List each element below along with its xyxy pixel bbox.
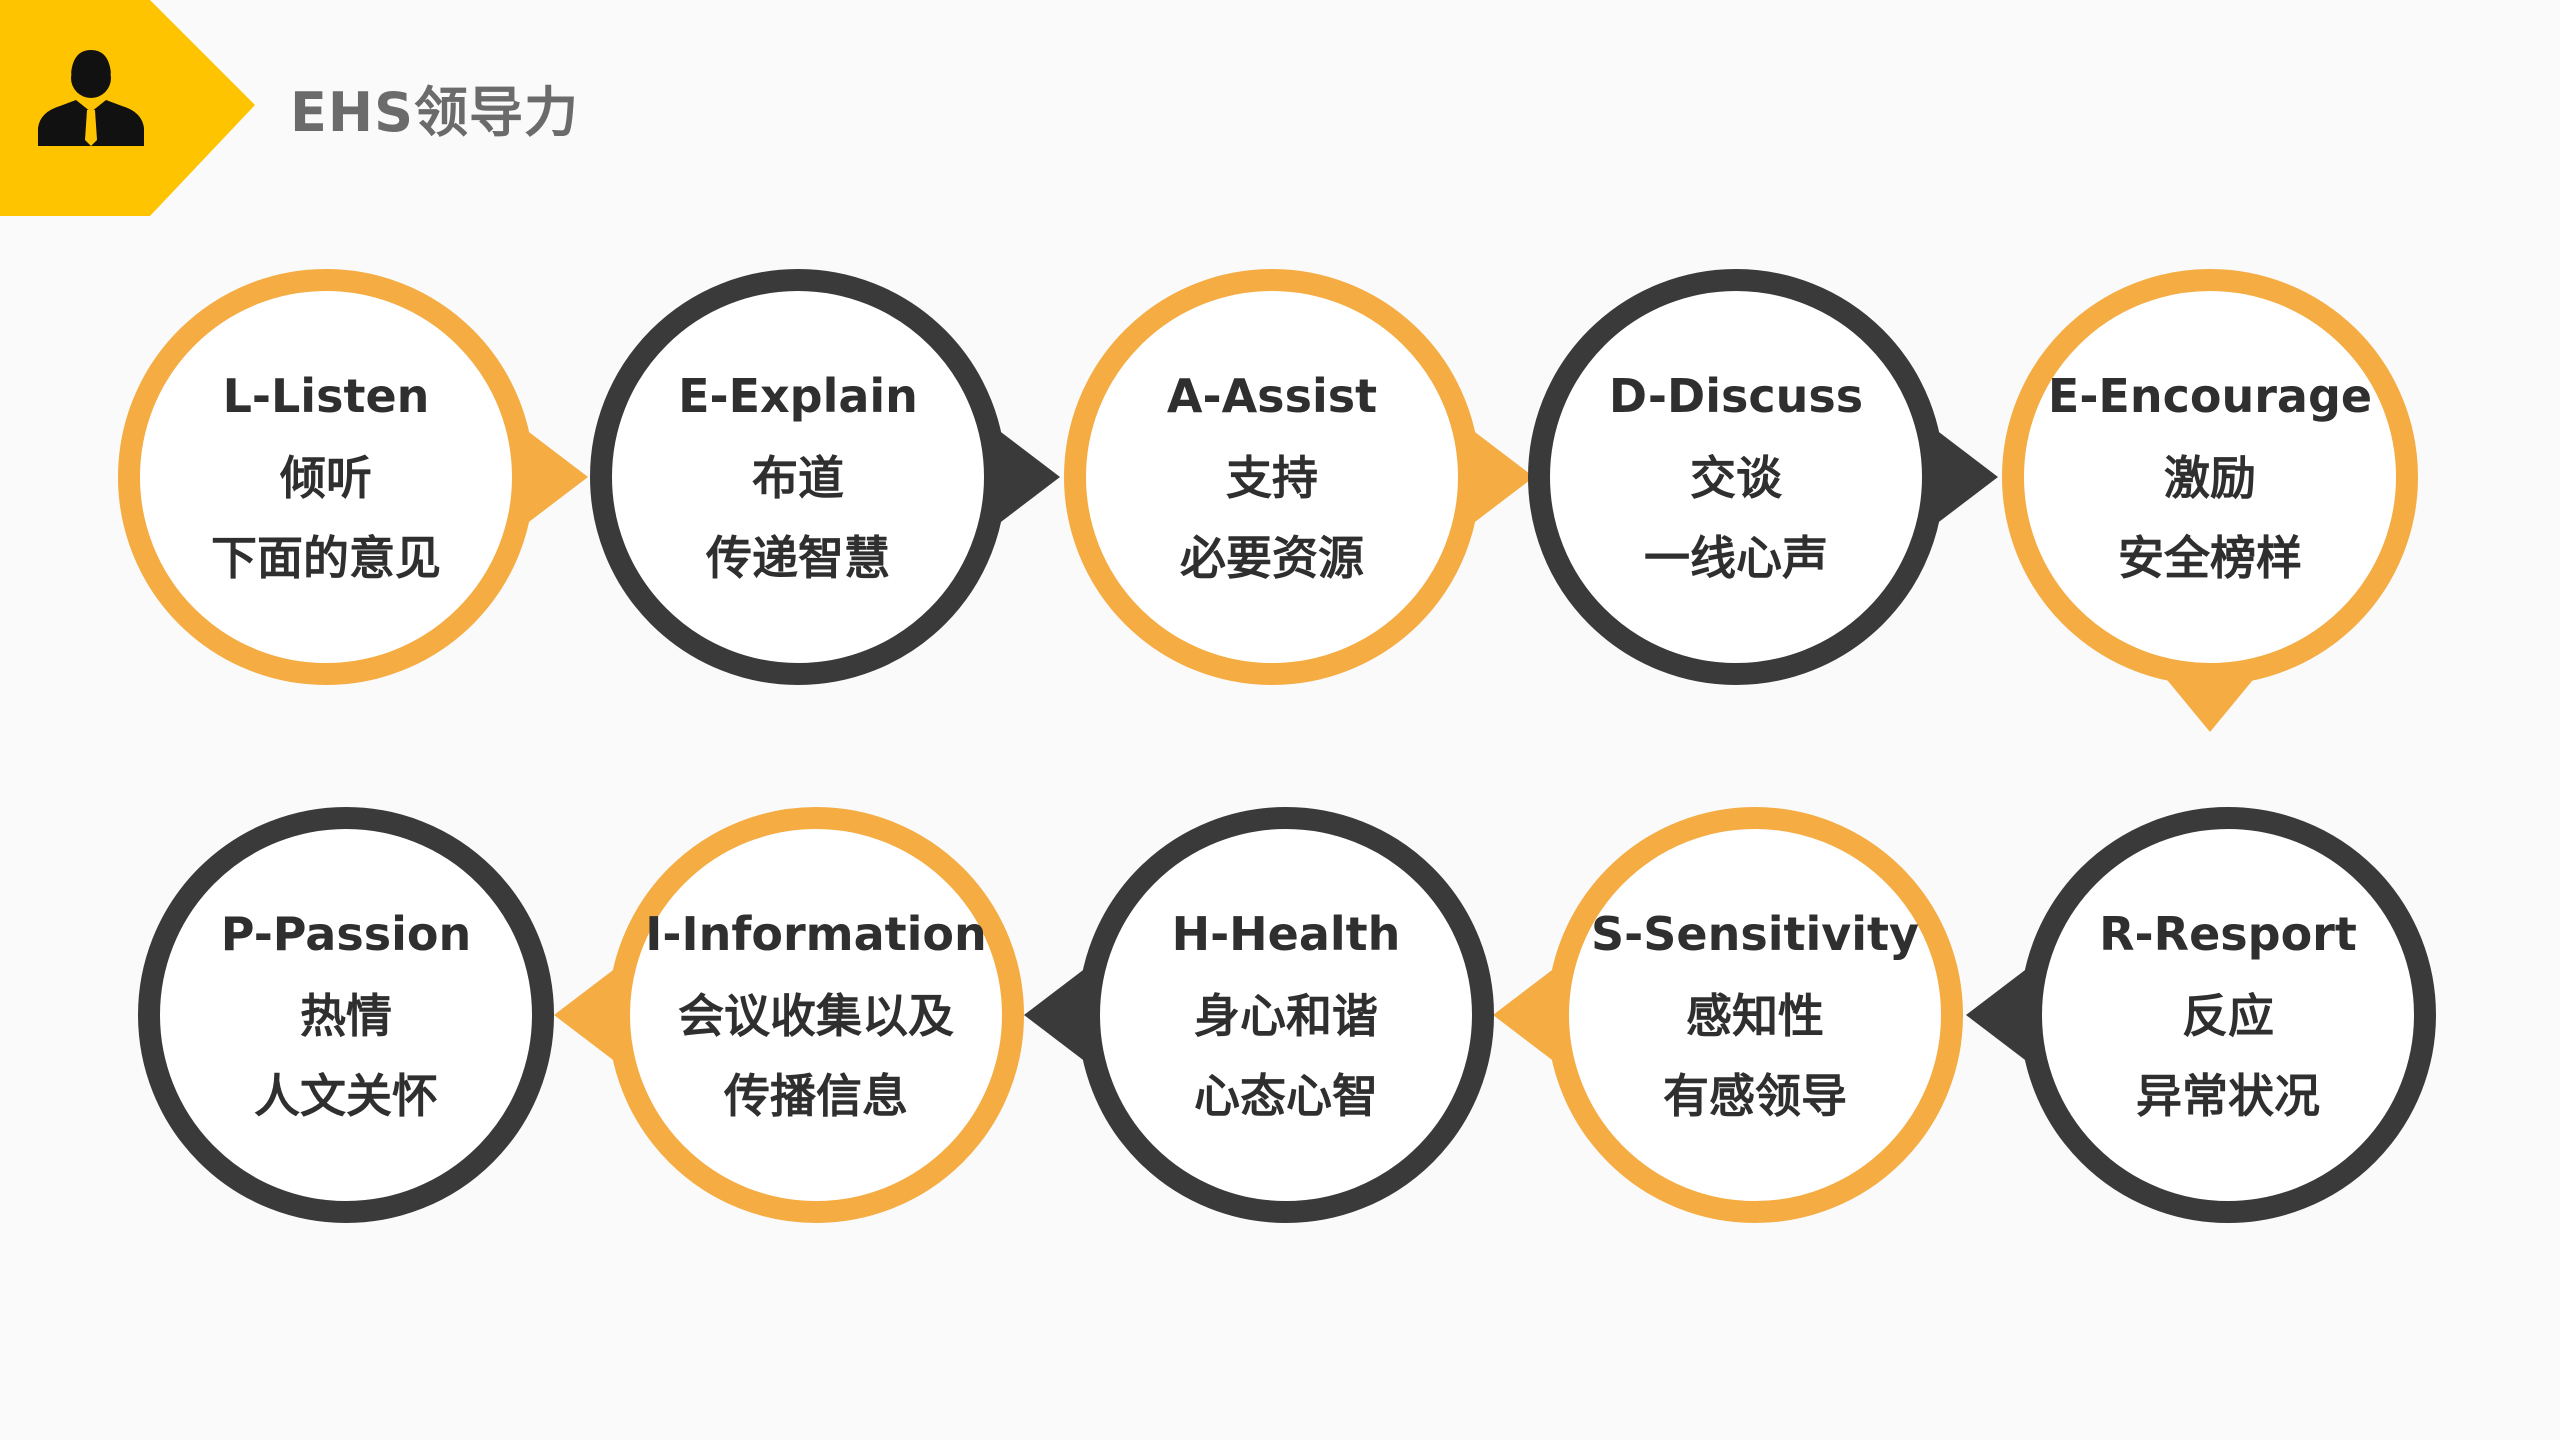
node-ring <box>138 807 554 1223</box>
node-line-1: 倾听 <box>279 451 372 505</box>
node-title: E-Explain <box>678 369 918 423</box>
node-title: L-Listen <box>223 369 430 423</box>
node-title: R-Resport <box>2099 907 2357 961</box>
node-line-1: 反应 <box>2182 989 2274 1043</box>
node-line-2: 传递智慧 <box>705 531 890 585</box>
node-line-1: 热情 <box>300 989 392 1043</box>
node-line-2: 有感领导 <box>1663 1069 1847 1123</box>
node-line-1: 激励 <box>2164 451 2256 505</box>
node-line-2: 异常状况 <box>2136 1069 2320 1123</box>
node-line-2: 一线心声 <box>1644 531 1828 585</box>
node-line-1: 交谈 <box>1690 451 1783 505</box>
node-ring <box>2002 269 2418 685</box>
node-line-1: 感知性 <box>1686 989 1824 1043</box>
node-line-1: 布道 <box>752 451 844 505</box>
node-title: D-Discuss <box>1609 369 1863 423</box>
node-line-2: 必要资源 <box>1180 531 1364 585</box>
node-title: E-Encourage <box>2048 369 2372 423</box>
node-line-2: 心态心智 <box>1194 1069 1378 1123</box>
node-line-1: 支持 <box>1226 451 1318 505</box>
node-line-2: 传播信息 <box>723 1069 908 1123</box>
node-line-2: 下面的意见 <box>211 531 441 585</box>
page-title: EHS领导力 <box>290 81 579 144</box>
node-ring <box>118 269 534 685</box>
header-badge <box>0 0 255 216</box>
node-ring <box>590 269 1006 685</box>
node-ring <box>1078 807 1494 1223</box>
node-line-1: 会议收集以及 <box>678 989 954 1043</box>
node-title: I-Information <box>645 907 986 961</box>
node-ring <box>608 807 1024 1223</box>
node-ring <box>1547 807 1963 1223</box>
person-icon <box>38 50 144 146</box>
node-line-1: 身心和谐 <box>1194 989 1378 1043</box>
node-title: S-Sensitivity <box>1591 907 1919 961</box>
node-title: H-Health <box>1172 907 1401 961</box>
node-title: A-Assist <box>1167 369 1377 423</box>
node-title: P-Passion <box>221 907 471 961</box>
node-ring <box>1528 269 1944 685</box>
node-line-2: 人文关怀 <box>254 1069 438 1123</box>
node-ring <box>2020 807 2436 1223</box>
node-ring <box>1064 269 1480 685</box>
node-line-2: 安全榜样 <box>2118 531 2302 585</box>
